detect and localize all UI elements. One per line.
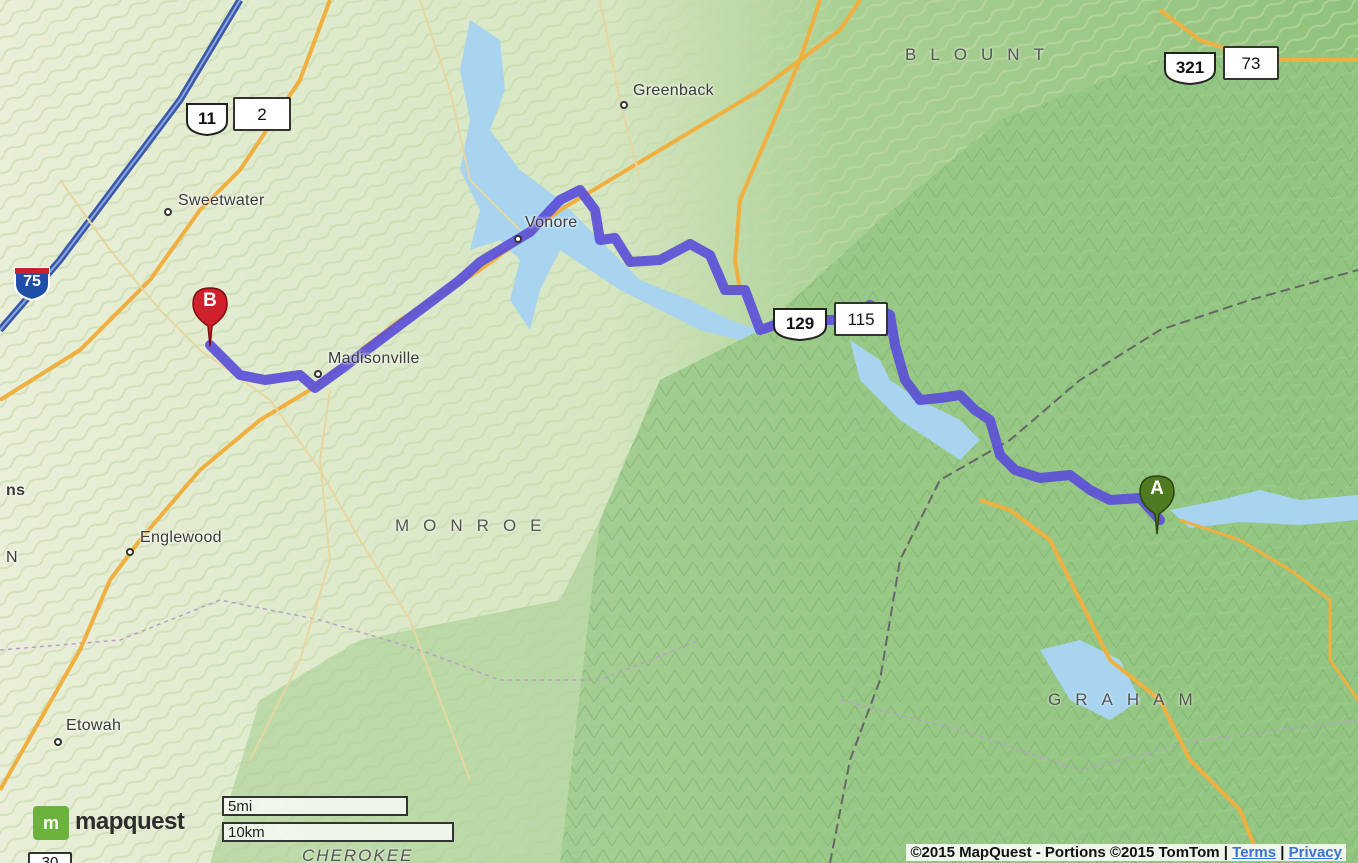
town-dot-englewood: [126, 548, 134, 556]
town-label-madisonville[interactable]: Madisonville: [328, 350, 420, 367]
partial-route-shield: 30: [28, 852, 72, 863]
town-label-sweetwater[interactable]: Sweetwater: [178, 192, 265, 209]
town-dot-madisonville: [314, 370, 322, 378]
attribution-text: ©2015 MapQuest - Portions ©2015 TomTom |: [910, 844, 1233, 861]
scale-bar-km: 10km: [222, 822, 454, 842]
map-pin-icon: [1139, 475, 1175, 535]
county-label-monroe: MONROE: [395, 516, 556, 535]
interstate-shield-icon: [14, 267, 50, 302]
scale-bar-miles: 5mi: [222, 796, 408, 816]
county-label-cherokee: CHEROKEE: [302, 846, 414, 863]
attribution-separator: |: [1276, 844, 1289, 861]
terms-link[interactable]: Terms: [1232, 844, 1277, 861]
us-route-321-shield: 321: [1162, 50, 1218, 86]
town-dot-sweetwater: [164, 208, 172, 216]
state-route-73-shield: 73: [1223, 46, 1279, 80]
state-route-2-shield: 2: [233, 97, 291, 131]
end-marker-b[interactable]: B: [190, 286, 230, 347]
us-shield-icon: [773, 308, 827, 342]
town-label-greenback[interactable]: Greenback: [633, 82, 714, 99]
county-label-graham: GRAHAM: [1048, 690, 1207, 709]
map-attribution: ©2015 MapQuest - Portions ©2015 TomTom |…: [906, 844, 1346, 861]
town-dot-etowah: [54, 738, 62, 746]
town-label-englewood[interactable]: Englewood: [140, 529, 222, 546]
mapquest-logo-text: mapquest: [75, 808, 185, 835]
state-route-115-shield: 115: [834, 302, 888, 336]
mapquest-logo-mark: m: [33, 806, 69, 840]
edge-label-n: N: [6, 549, 18, 566]
start-marker-a[interactable]: A: [1137, 474, 1177, 535]
us-route-129-shield: 129: [771, 306, 829, 342]
town-dot-vonore: [514, 235, 522, 243]
town-label-etowah[interactable]: Etowah: [66, 717, 122, 734]
us-shield-icon: [186, 103, 228, 137]
town-dot-greenback: [620, 101, 628, 109]
map-pin-icon: [192, 287, 228, 347]
interstate-75-shield: 75: [12, 262, 52, 302]
us-shield-icon: [1164, 52, 1216, 86]
edge-label-ns: ns: [6, 482, 26, 499]
county-label-blount: BLOUNT: [905, 45, 1058, 64]
privacy-link[interactable]: Privacy: [1288, 844, 1342, 861]
town-label-vonore[interactable]: Vonore: [525, 214, 578, 231]
us-route-11-shield: 11: [184, 101, 230, 137]
